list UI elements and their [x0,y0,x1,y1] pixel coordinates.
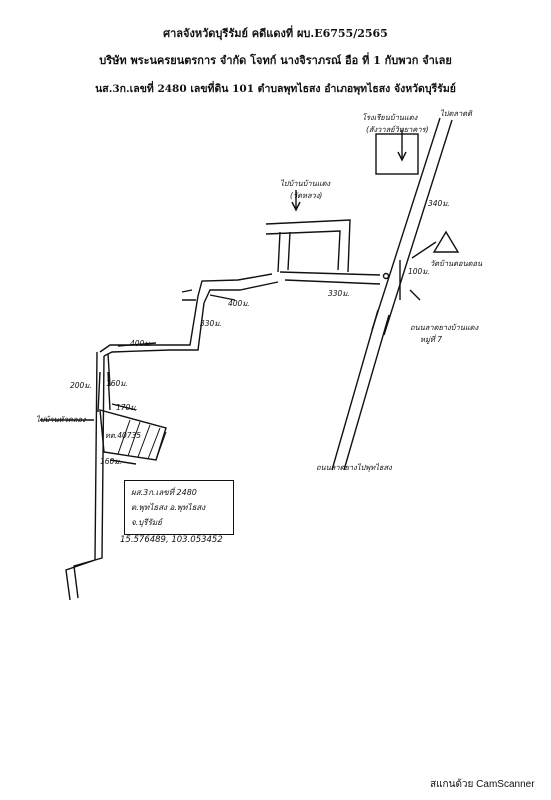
dist-200: 200ม. [70,381,92,390]
school-arrow [397,130,407,162]
label-village-no: หมู่ที่ 7 [420,335,442,344]
east-west-road [279,271,381,285]
school-plot [375,133,419,175]
label-to-town: ไปตลาดดิ [440,109,472,118]
label-village-left: ไปบ้านบ้านแดง [280,179,331,188]
label-school-sub: (สังวาลย์วิทยาคาร) [366,125,429,134]
dist-330: 330ม. [328,289,350,298]
label-highway: ถนนลาดยางไปพุทไธสง [316,463,392,472]
label-village-left-sub: (วัดหลวง) [290,191,323,200]
dist-330-b: 330ม. [200,319,222,328]
header-court-case: ศาลจังหวัดบุรีรัมย์ คดีแดงที่ ผบ.E6755/2… [163,27,388,40]
dist-100: 100ม. [408,267,430,276]
dist-400-a: 400ม. [228,299,250,308]
deed-info-box: ผส.3ก.เลขที่ 2480 ต.พุทไธสง อ.พุทไธสง จ.… [124,480,234,535]
upper-road [265,219,351,273]
gps-coordinates: 15.576489, 103.053452 [120,535,223,545]
label-left-road: ไปบ้านหัวคลอง [36,415,86,424]
label-crossroad: ถนนลาดยางบ้านแดง [410,323,479,332]
main-highway [331,117,453,471]
label-plot-no: ทด.40735 [105,431,142,440]
dist-400-b: 400ม. [130,339,152,348]
dist-160-b: 160ม. [100,457,122,466]
deed-number: ผส.3ก.เลขที่ 2480 [131,488,197,497]
dist-160: 160ม. [106,379,128,388]
label-triangle-landmark: วัดบ้านดอนดอน [430,259,483,268]
deed-province: จ.บุรีรัมย์ [131,518,162,527]
deed-district: ต.พุทไธสง อ.พุทไธสง [131,503,206,512]
left-road [65,351,105,601]
triangle-landmark [432,230,460,253]
dist-170: 170ม. [116,403,138,412]
label-school: โรงเรียนบ้านแดง [362,113,418,122]
scanner-watermark: สแกนด้วย CamScanner [430,779,535,790]
header-parties: บริษัท พระนครยนตรการ จำกัด โจทก์ นางจิรา… [99,54,452,67]
zigzag-road [166,295,205,351]
header-land-deed: นส.3ก.เลขที่ 2480 เลขที่ดิน 101 ตำบลพุทไ… [95,83,456,95]
plot-hatching [117,419,167,461]
dist-340: 340ม. [428,199,450,208]
